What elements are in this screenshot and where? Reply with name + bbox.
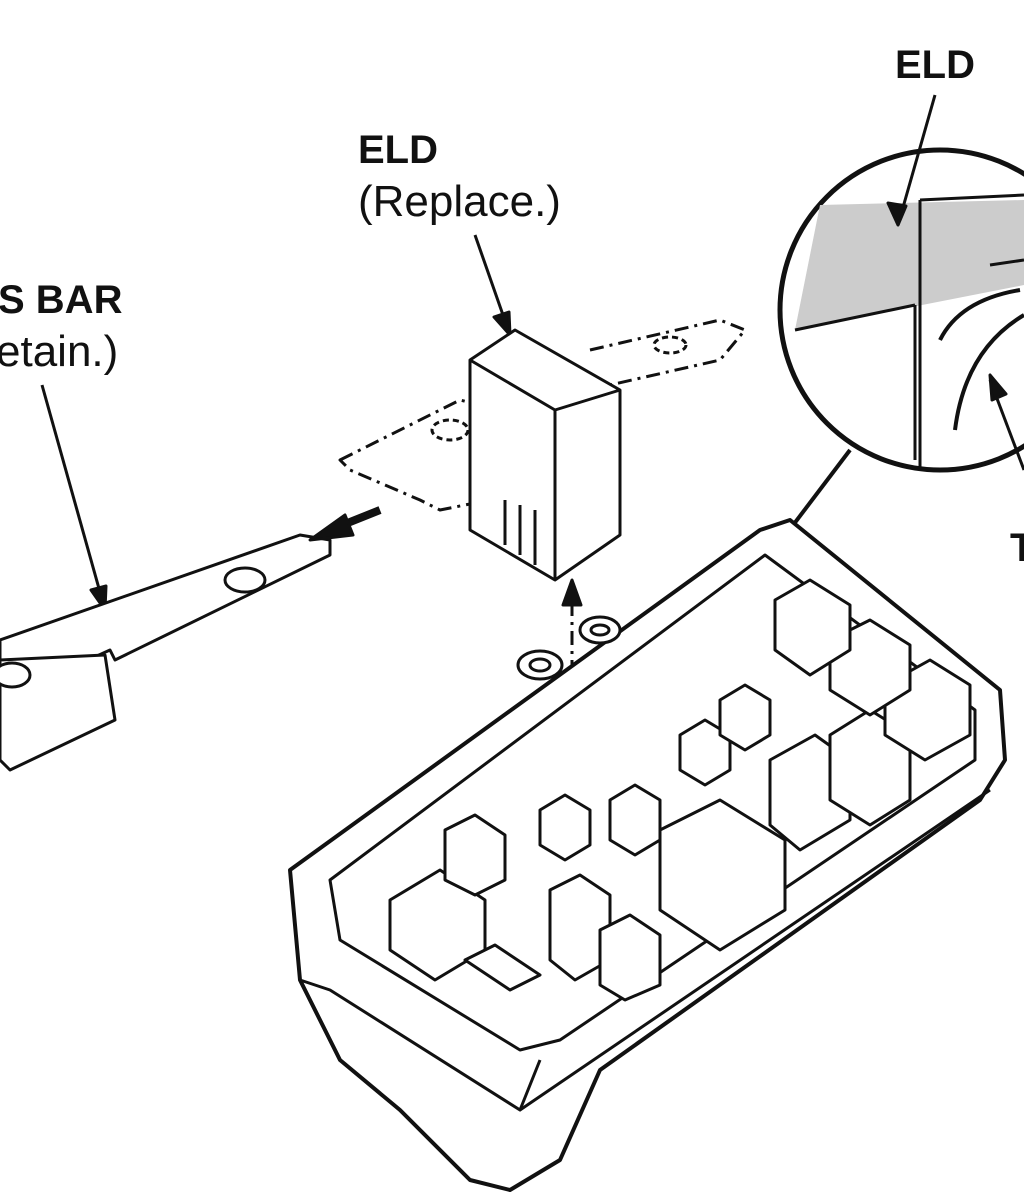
label-bus-bar: S BAR bbox=[0, 278, 123, 322]
bus-bar bbox=[0, 533, 332, 772]
label-eld-instruction: (Replace.) bbox=[358, 177, 561, 226]
label-eld-detail: ELD bbox=[895, 43, 975, 87]
leader-eld-detail bbox=[896, 94, 937, 226]
fuse-box bbox=[288, 518, 1007, 1192]
label-right-edge: T bbox=[1010, 526, 1024, 570]
leader-bus-bar bbox=[40, 384, 107, 611]
label-bus-bar-instruction: etain.) bbox=[0, 327, 119, 376]
detail-callout-circle bbox=[777, 147, 1024, 473]
label-eld: ELD bbox=[358, 128, 438, 172]
eld-component bbox=[338, 318, 747, 582]
